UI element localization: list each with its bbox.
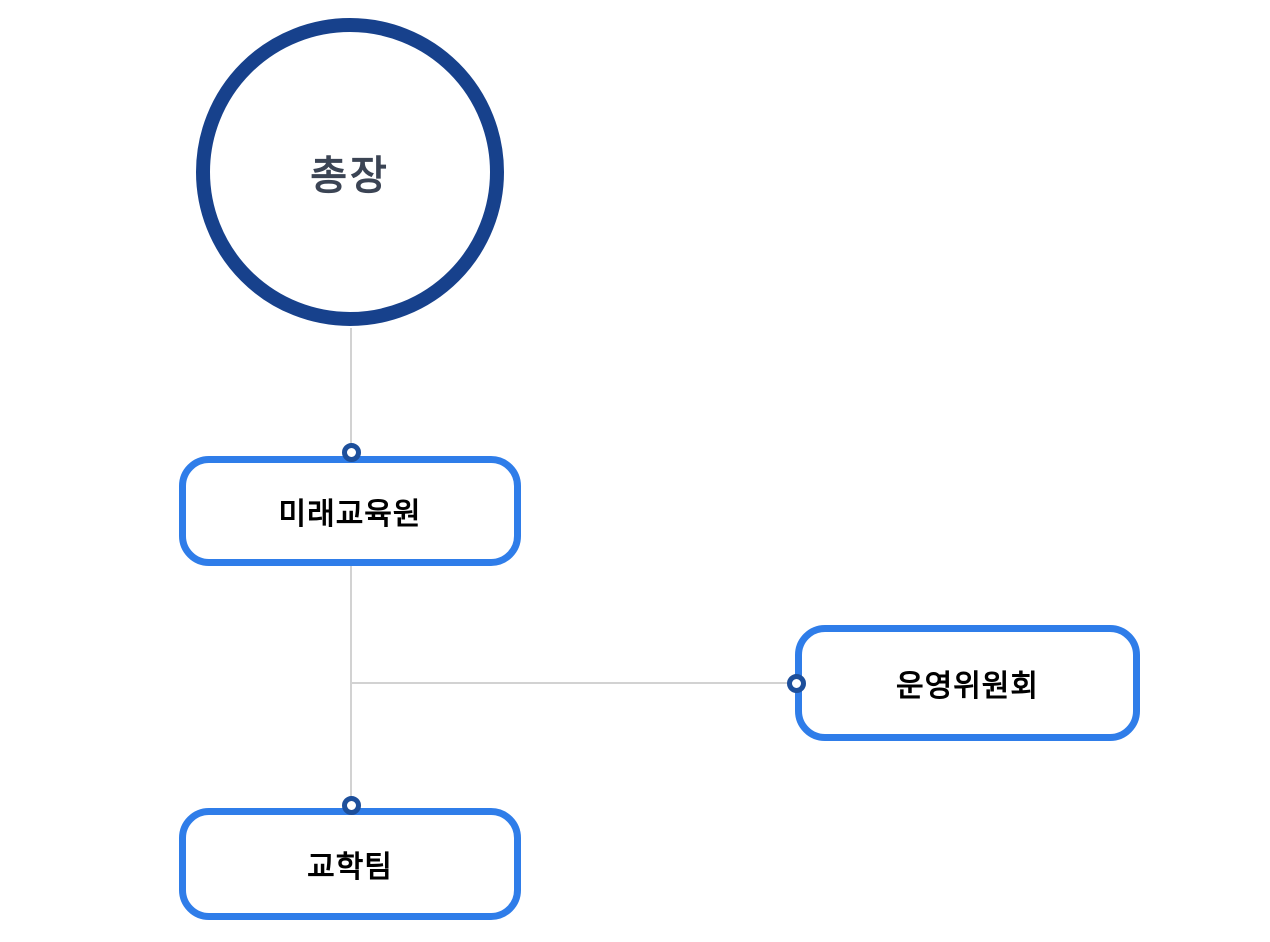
- connector-dot-mirae: [342, 443, 361, 462]
- org-node-mirae-label: 미래교육원: [278, 498, 422, 531]
- org-node-mirae-education-center: 미래교육원: [179, 456, 521, 566]
- org-node-steering-committee: 운영위원회: [795, 625, 1140, 741]
- org-node-president-label: 총장: [310, 154, 390, 198]
- org-node-president: 총장: [196, 18, 504, 326]
- org-node-committee-label: 운영위원회: [896, 670, 1039, 703]
- edge-mirae-to-committee: [350, 682, 788, 684]
- connector-dot-committee: [787, 674, 806, 693]
- connector-dot-team: [342, 796, 361, 815]
- edge-president-to-mirae: [350, 328, 352, 448]
- org-node-academic-team: 교학팀: [179, 808, 521, 920]
- org-node-team-label: 교학팀: [307, 851, 393, 884]
